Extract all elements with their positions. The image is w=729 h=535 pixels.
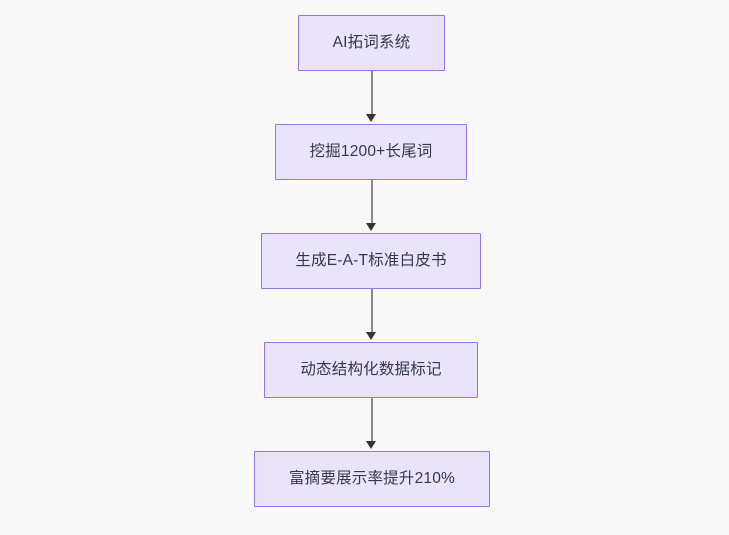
flow-node-ai-keyword-system[interactable]: AI拓词系统 bbox=[298, 15, 445, 71]
edge-line-4 bbox=[371, 398, 373, 443]
flow-node-dynamic-structured-data-markup[interactable]: 动态结构化数据标记 bbox=[264, 342, 478, 398]
flow-node-generate-eat-whitepaper[interactable]: 生成E-A-T标准白皮书 bbox=[261, 233, 481, 289]
edge-line-2 bbox=[371, 180, 373, 225]
edge-line-1 bbox=[371, 71, 373, 116]
flow-node-rich-snippet-impression-lift[interactable]: 富摘要展示率提升210% bbox=[254, 451, 490, 507]
edge-line-3 bbox=[371, 289, 373, 334]
edge-arrowhead-2 bbox=[366, 223, 377, 231]
flow-node-label: 挖掘1200+长尾词 bbox=[309, 142, 433, 160]
flow-node-label: AI拓词系统 bbox=[332, 33, 411, 51]
flow-node-label: 动态结构化数据标记 bbox=[300, 360, 442, 378]
edge-arrowhead-3 bbox=[366, 332, 377, 340]
edge-arrowhead-1 bbox=[366, 114, 377, 122]
flow-node-label: 生成E-A-T标准白皮书 bbox=[295, 251, 447, 269]
edge-arrowhead-4 bbox=[366, 441, 377, 449]
flow-node-mine-longtail-keywords[interactable]: 挖掘1200+长尾词 bbox=[275, 124, 467, 180]
flow-node-label: 富摘要展示率提升210% bbox=[288, 469, 456, 487]
